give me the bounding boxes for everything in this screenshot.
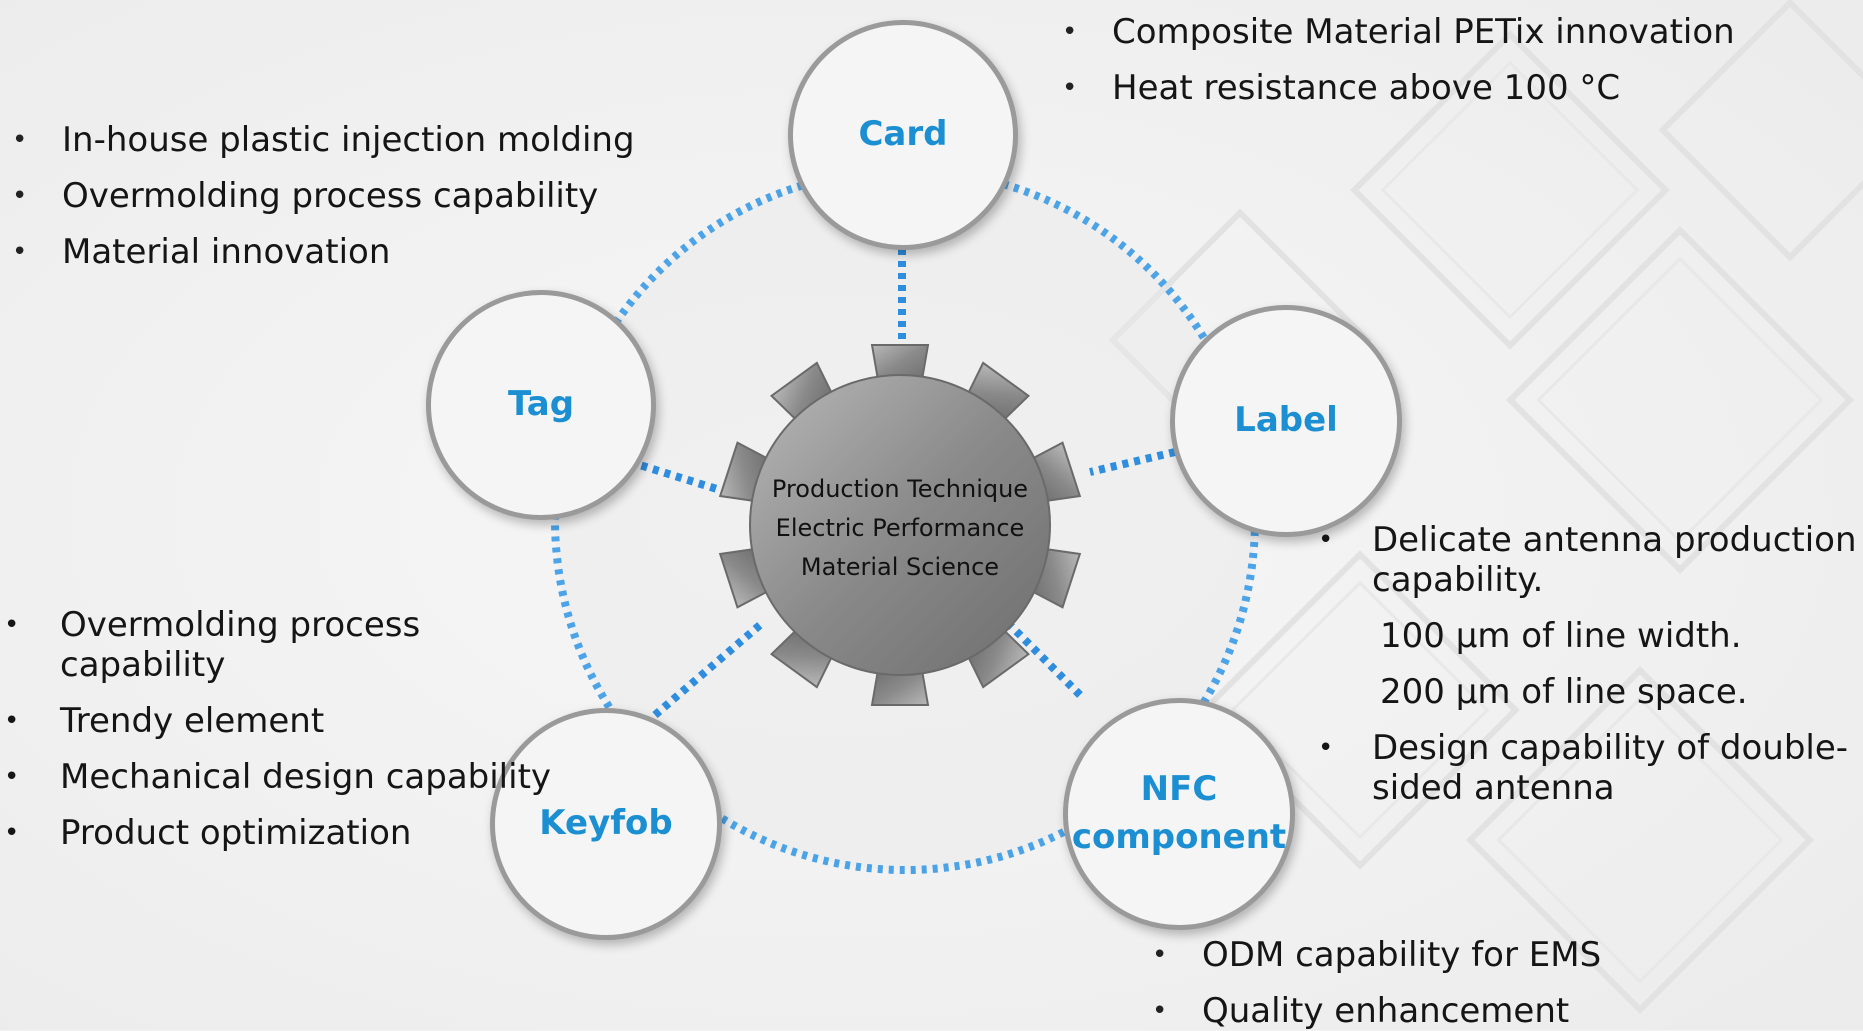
spoke-label xyxy=(1089,448,1176,476)
tag-bullet-item: Material innovation xyxy=(0,232,680,272)
keyfob-bullet-1-line1: Overmolding process xyxy=(60,605,421,645)
node-card-label: Card xyxy=(858,114,948,155)
card-bullet-item: Heat resistance above 100 °C xyxy=(1050,68,1770,108)
keyfob-bullet-2: Trendy element xyxy=(60,701,325,741)
node-keyfob-label: Keyfob xyxy=(539,803,673,844)
center-gear xyxy=(719,344,1081,706)
center-line-production: Production Technique xyxy=(771,475,1029,503)
center-line-material: Material Science xyxy=(800,553,1000,581)
card-bullet-item: Composite Material PETix innovation xyxy=(1050,12,1770,68)
tag-bullet-item: In-house plastic injection molding xyxy=(0,120,680,176)
keyfob-bullet-4: Product optimization xyxy=(60,813,412,853)
nfc-bullet-item: ODM capability for EMS xyxy=(1140,935,1740,991)
card-bullets: Composite Material PETix innovation Heat… xyxy=(1050,12,1770,108)
label-sub-line-width: 100 µm of line width. xyxy=(1380,616,1742,656)
keyfob-bullets: • Overmolding process capability • Trend… xyxy=(0,605,560,853)
nfc-bullet-item: Quality enhancement xyxy=(1140,991,1740,1031)
label-bullet-1-line2: capability. xyxy=(1372,560,1544,600)
node-nfc-label-line2: component xyxy=(1071,817,1287,857)
node-tag: Tag xyxy=(426,290,656,520)
label-bullet-1-line1: Delicate antenna production xyxy=(1372,520,1857,560)
node-label: Label xyxy=(1170,305,1402,537)
node-nfc-label-line1: NFC xyxy=(1140,769,1218,810)
node-keyfob: Keyfob xyxy=(490,708,722,940)
keyfob-bullet-1-line2: capability xyxy=(60,645,226,685)
node-nfc-label: NFC component xyxy=(1072,766,1286,861)
tag-bullet-item: Overmolding process capability xyxy=(0,176,680,232)
node-tag-label: Tag xyxy=(507,384,575,425)
center-gear-label: Production Technique Electric Performanc… xyxy=(700,470,1100,587)
tag-bullets: In-house plastic injection molding Overm… xyxy=(0,120,680,272)
label-bullet-2-line1: Design capability of double- xyxy=(1372,728,1849,768)
node-card: Card xyxy=(788,20,1018,250)
center-line-electric: Electric Performance xyxy=(775,514,1025,542)
label-sub-line-space: 200 µm of line space. xyxy=(1380,672,1748,712)
node-nfc-component: NFC component xyxy=(1063,698,1295,930)
spoke-tag xyxy=(628,458,722,494)
label-bullet-2-line2: sided antenna xyxy=(1372,768,1615,808)
node-label-label: Label xyxy=(1234,400,1338,441)
label-bullets: • Delicate antenna production capability… xyxy=(1300,520,1860,808)
spoke-nfc xyxy=(1007,622,1083,698)
keyfob-bullet-3: Mechanical design capability xyxy=(60,757,552,797)
nfc-bullets: ODM capability for EMS Quality enhanceme… xyxy=(1140,935,1740,1031)
